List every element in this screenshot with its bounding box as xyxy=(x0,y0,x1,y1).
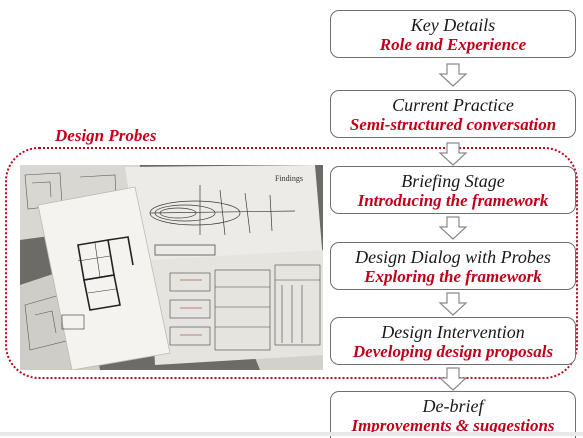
step-design-dialog: Design Dialog with Probes Exploring the … xyxy=(330,242,576,290)
step-title: Key Details xyxy=(410,15,496,35)
down-arrow-icon xyxy=(438,63,468,87)
step-subtitle: Developing design proposals xyxy=(352,341,554,361)
down-arrow-icon xyxy=(438,367,468,391)
step-subtitle: Semi-structured conversation xyxy=(349,114,557,134)
step-subtitle: Role and Experience xyxy=(379,34,527,54)
step-subtitle: Exploring the framework xyxy=(364,266,542,286)
down-arrow-icon xyxy=(438,216,468,240)
step-briefing-stage: Briefing Stage Introducing the framework xyxy=(330,166,576,214)
step-title: Current Practice xyxy=(392,95,514,115)
step-current-practice: Current Practice Semi-structured convers… xyxy=(330,90,576,138)
step-title: Design Intervention xyxy=(381,322,525,342)
step-title: Briefing Stage xyxy=(401,171,505,191)
design-probes-photo: Findings xyxy=(20,165,323,370)
design-probes-label: Design Probes xyxy=(55,126,157,145)
step-de-brief: De-brief Improvements & suggestions xyxy=(330,391,576,438)
down-arrow-icon xyxy=(438,142,468,166)
photo-sketch-heading: Findings xyxy=(275,174,303,183)
bottom-edge xyxy=(0,432,583,436)
down-arrow-icon xyxy=(438,292,468,316)
step-key-details: Key Details Role and Experience xyxy=(330,10,576,58)
step-subtitle: Introducing the framework xyxy=(357,190,549,210)
step-subtitle: Improvements & suggestions xyxy=(351,415,555,435)
design-probes-frame xyxy=(5,147,578,379)
step-title: De-brief xyxy=(422,396,484,416)
step-title: Design Dialog with Probes xyxy=(355,247,551,267)
step-design-intervention: Design Intervention Developing design pr… xyxy=(330,317,576,365)
